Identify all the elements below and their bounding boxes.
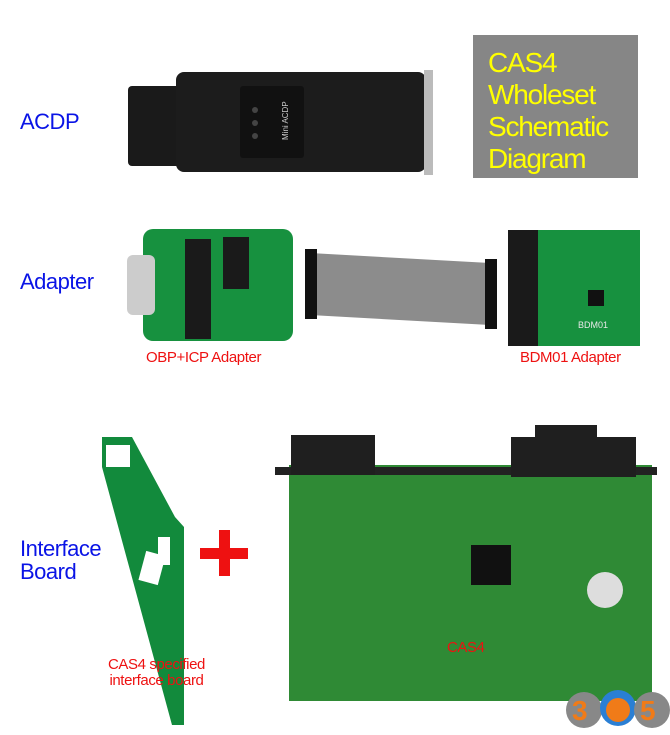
- cas4-board-image: [275, 425, 657, 701]
- interface-label-line: Interface: [20, 536, 102, 561]
- caption-line: CAS4 specified: [108, 656, 205, 673]
- bdm01-adapter-image: BDM01: [508, 230, 640, 346]
- acdp-device-image: Mini ACDP: [128, 70, 433, 175]
- bdm01-board-text: BDM01: [578, 320, 608, 330]
- title-box: CAS4 Wholeset Schematic Diagram: [473, 35, 638, 178]
- obp-icp-caption: OBP+ICP Adapter: [146, 349, 262, 366]
- interface-board-label: Interface Board: [20, 536, 102, 584]
- title-line: CAS4: [488, 47, 558, 78]
- title-line: Diagram: [488, 143, 587, 174]
- acdp-device-text: Mini ACDP: [281, 101, 290, 140]
- interface-label-line: Board: [20, 559, 77, 584]
- plus-icon: [200, 530, 248, 576]
- bdm01-caption: BDM01 Adapter: [520, 349, 621, 366]
- ribbon-cable-image: [305, 249, 497, 329]
- svg-text:3: 3: [572, 695, 588, 726]
- cas4-caption: CAS4: [447, 639, 485, 656]
- interface-board-caption: CAS4 specified interface board: [108, 657, 205, 689]
- interface-board-image: [102, 437, 184, 725]
- title-line: Schematic: [488, 111, 609, 142]
- obp-icp-adapter-image: [127, 229, 293, 341]
- logo-365: 3 5: [566, 672, 670, 730]
- caption-line: interface board: [109, 672, 204, 689]
- acdp-label: ACDP: [20, 109, 80, 134]
- svg-text:5: 5: [640, 695, 656, 726]
- title-line: Wholeset: [488, 79, 596, 110]
- adapter-label: Adapter: [20, 269, 94, 294]
